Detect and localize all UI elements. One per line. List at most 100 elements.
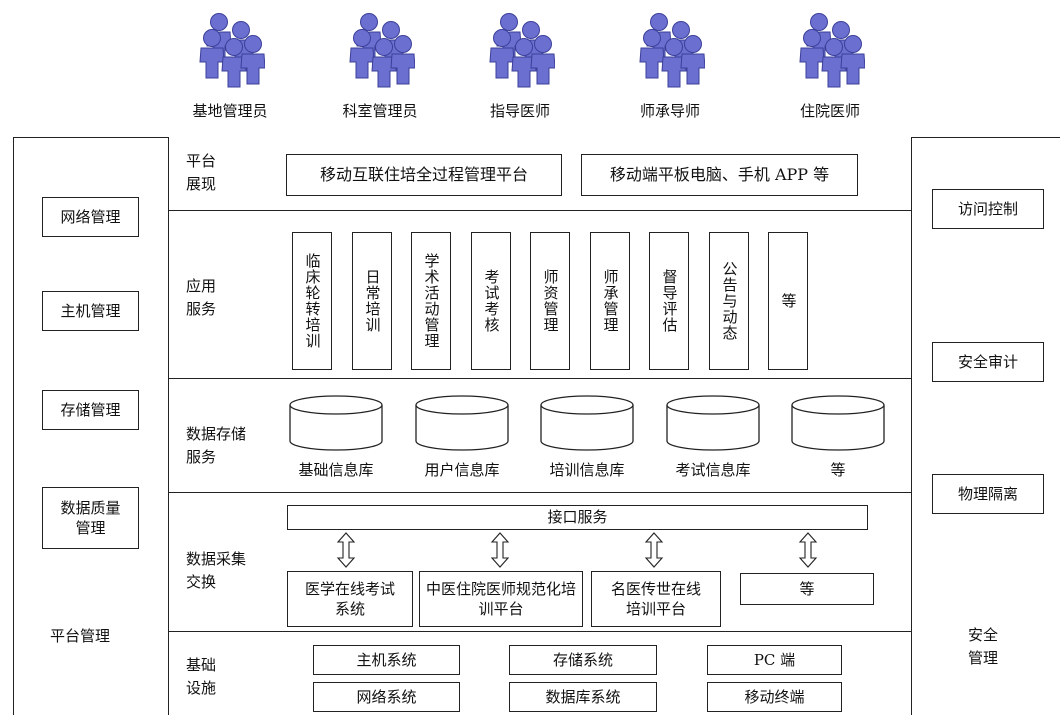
box-label: 数据质量管理 [60,498,121,537]
box-label: 主机系统 [356,650,417,669]
platform-management-label: 平台管理 [50,627,111,645]
app-module-academic: 学术活动管理 [411,232,451,370]
application-layer-label: 应用服务 [186,277,217,319]
people-icon [639,13,705,88]
tcm-training-platform-box: 中医住院医师规范化培训平台 [419,571,583,627]
storage-management-box: 存储管理 [42,390,139,430]
exchange-layer-label: 数据采集交换 [186,550,247,592]
module-label: 临床轮转培训 [303,253,322,349]
online-exam-system-box: 医学在线考试系统 [287,571,413,627]
module-label: 学术活动管理 [422,253,441,349]
box-label: 数据库系统 [545,687,621,706]
user-role-mentor: 师承导师 [605,10,735,121]
exchange-arrows [336,532,818,568]
mobile-terminal-box: 移动终端 [707,682,842,712]
network-system-box: 网络系统 [313,682,460,712]
box-label: 网络管理 [60,207,121,226]
people-icon [199,13,265,88]
infrastructure-layer-label: 基础设施 [186,656,217,698]
access-control-box: 访问控制 [932,189,1044,229]
pc-client-box: PC 端 [707,645,842,675]
double-arrow-icon [644,532,664,568]
user-role-label: 住院医师 [799,102,860,120]
box-label: 存储系统 [552,650,613,669]
module-label: 等 [779,293,798,309]
app-module-clinical-rotation: 临床轮转培训 [292,232,332,370]
box-label: 移动互联住培全过程管理平台 [319,165,528,185]
box-label: 安全审计 [957,352,1018,371]
box-label: 医学在线考试系统 [304,579,395,618]
storage-layer-label: 数据存储服务 [186,425,247,467]
database-icon [666,395,760,451]
box-label: 访问控制 [957,199,1018,218]
database-icon [289,395,383,451]
security-management-panel [911,137,1060,715]
box-label: 移动终端 [744,687,805,706]
db-label-exam: 考试信息库 [675,461,751,479]
user-role-label: 基地管理员 [192,102,268,120]
database-icon [415,395,509,451]
layer-divider [169,631,911,632]
physical-isolation-box: 物理隔离 [932,474,1044,514]
storage-system-box: 存储系统 [509,645,657,675]
box-label: 物理隔离 [957,484,1018,503]
user-role-instructor: 指导医师 [455,10,585,121]
db-label-etc: 等 [830,461,846,479]
database-icon [540,395,634,451]
host-system-box: 主机系统 [313,645,460,675]
database-icons [289,395,885,451]
box-label: 网络系统 [356,687,417,706]
database-system-box: 数据库系统 [509,682,657,712]
box-label: PC 端 [753,650,796,669]
user-role-label: 科室管理员 [342,102,418,120]
app-module-supervision: 督导评估 [649,232,689,370]
mobile-platform-box: 移动互联住培全过程管理平台 [286,154,562,196]
box-label: 中医住院医师规范化培训平台 [426,579,577,618]
database-icon [791,395,885,451]
module-label: 公告与动态 [720,261,739,341]
box-label: 名医传世在线培训平台 [610,579,701,618]
people-icon [799,13,865,88]
module-label: 日常培训 [363,269,382,333]
module-label: 师资管理 [541,269,560,333]
data-quality-management-box: 数据质量管理 [42,487,139,549]
user-role-dept-admin: 科室管理员 [315,10,445,121]
app-module-daily-training: 日常培训 [352,232,392,370]
user-role-base-admin: 基地管理员 [165,10,295,121]
user-role-label: 师承导师 [639,102,700,120]
platform-management-panel [13,137,169,715]
double-arrow-icon [336,532,356,568]
layer-divider [169,210,911,211]
module-label: 督导评估 [660,269,679,333]
layer-divider [169,378,911,379]
app-module-exam: 考试考核 [471,232,511,370]
double-arrow-icon [798,532,818,568]
platform-layer-label: 平台展现 [186,152,217,194]
security-audit-box: 安全审计 [932,342,1044,382]
mobile-devices-box: 移动端平板电脑、手机 APP 等 [581,154,858,196]
module-label: 师承管理 [601,269,620,333]
center-right-border [911,137,912,715]
box-label: 存储管理 [60,400,121,419]
box-label: 主机管理 [60,301,121,320]
box-label: 等 [799,579,815,598]
module-label: 考试考核 [482,269,501,333]
double-arrow-icon [490,532,510,568]
people-icon [349,13,415,88]
user-role-resident: 住院医师 [765,10,895,121]
db-label-training: 培训信息库 [549,461,625,479]
layer-divider [169,492,911,493]
interface-service-box: 接口服务 [287,505,868,530]
network-management-box: 网络管理 [42,197,139,237]
host-management-box: 主机管理 [42,291,139,331]
app-module-etc: 等 [768,232,808,370]
famous-doctor-platform-box: 名医传世在线培训平台 [591,571,721,627]
db-label-user: 用户信息库 [424,461,500,479]
app-module-mentorship: 师承管理 [590,232,630,370]
security-management-label: 安全管理 [968,626,999,668]
box-label: 移动端平板电脑、手机 APP 等 [609,165,830,185]
people-icon [489,13,555,88]
exchange-etc-box: 等 [740,573,874,605]
box-label: 接口服务 [547,508,608,527]
db-label-basic: 基础信息库 [298,461,374,479]
